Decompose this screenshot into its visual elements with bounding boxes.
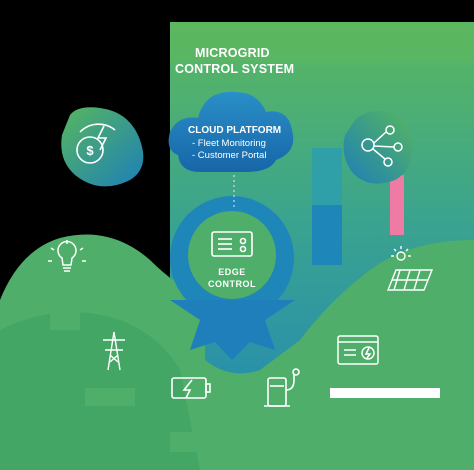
energy-price-node: $ [61, 107, 144, 187]
connector-strip-blue-1 [312, 148, 342, 206]
solar-panel-icon [386, 246, 434, 291]
connector-strip-pink [390, 175, 404, 235]
generator-icon [337, 335, 379, 365]
dollar-bolt-icon: $ [76, 123, 116, 164]
storage-label-bar [170, 432, 230, 452]
generator-label-bar [330, 388, 440, 398]
cloud-item-1: - Fleet Monitoring [192, 138, 266, 149]
solar-label-bar [395, 310, 435, 328]
ev-charger-icon [264, 368, 300, 407]
cloud-platform: CLOUD PLATFORM - Fleet Monitoring - Cust… [168, 91, 294, 172]
transmission-tower-icon [103, 331, 125, 371]
control-panel-icon [211, 231, 253, 257]
cloud-heading: CLOUD PLATFORM [188, 125, 281, 136]
network-hub-icon [361, 125, 403, 167]
lightbulb-icon [48, 240, 86, 272]
battery-bolt-icon [171, 377, 211, 399]
cloud-item-2: - Customer Portal [192, 150, 266, 161]
connector-strip-blue-2 [312, 205, 342, 265]
load-label-bar [50, 310, 80, 330]
title-line-1: MICROGRID [195, 46, 270, 60]
grid-label-bar [85, 388, 135, 406]
edge-control: EDGE CONTROL [188, 211, 276, 299]
edge-line-2: CONTROL [208, 279, 256, 289]
svg-text:$: $ [86, 143, 94, 158]
edge-line-1: EDGE [218, 267, 246, 277]
network-node [343, 111, 413, 184]
ev-label-bar [240, 432, 310, 452]
title-line-2: CONTROL SYSTEM [175, 62, 294, 76]
